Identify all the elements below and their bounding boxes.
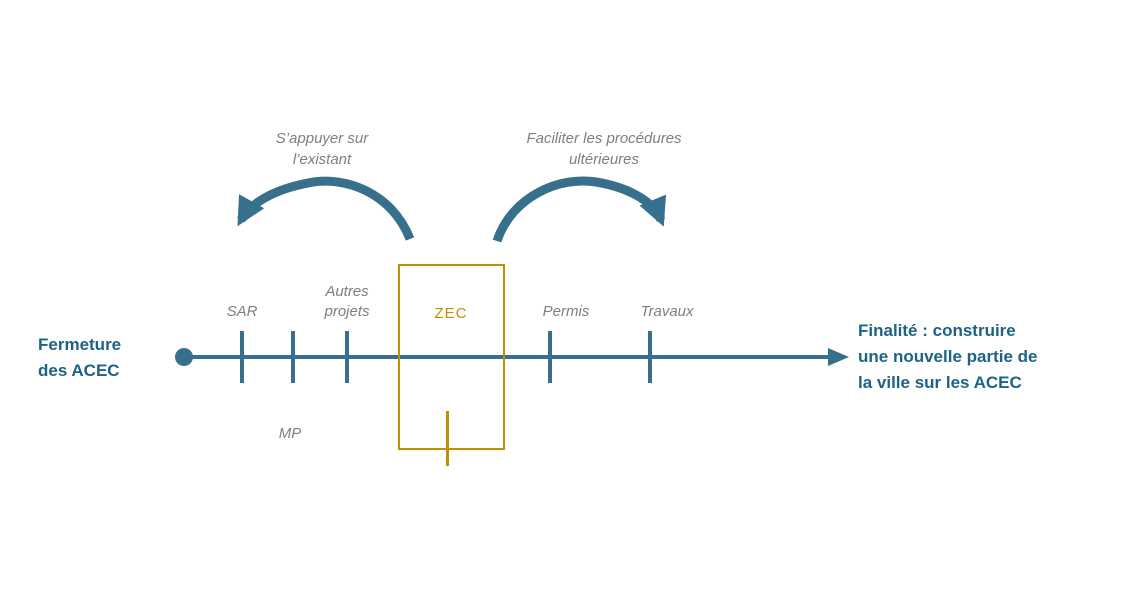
end-label: Finalité : construire une nouvelle parti… <box>858 318 1088 396</box>
curved-arrow-right <box>492 176 667 243</box>
milestone-label-travaux: Travaux <box>640 303 694 320</box>
milestone-label-permis: Permis <box>542 303 590 320</box>
start-label: Fermeture des ACEC <box>38 332 178 384</box>
milestone-label-sar: SAR <box>226 303 258 320</box>
milestone-label-autres-line1: Autres <box>325 283 369 300</box>
milestone-label-zec: ZEC <box>434 305 468 322</box>
end-label-line2: une nouvelle partie de <box>858 347 1038 366</box>
timeline-arrowhead-icon <box>828 348 849 366</box>
callout-right: Faciliter les procédures ultérieures <box>489 128 719 170</box>
callout-left-line1: S’appuyer sur <box>275 130 369 147</box>
callout-left-line2: l’existant <box>292 151 352 168</box>
callout-right-line2: ultérieures <box>568 151 640 168</box>
zec-box <box>398 264 505 450</box>
start-label-line1: Fermeture <box>38 335 122 354</box>
callout-left: S’appuyer sur l’existant <box>222 128 422 170</box>
milestone-label-autres-projets: Autres projets <box>287 282 407 322</box>
timeline-start-dot <box>175 348 193 366</box>
end-label-line1: Finalité : construire <box>858 321 1016 340</box>
callout-right-line1: Faciliter les procédures <box>526 130 682 147</box>
end-label-line3: la ville sur les ACEC <box>858 373 1022 392</box>
milestone-label-autres-line2: projets <box>324 303 370 320</box>
zec-tick <box>446 411 449 466</box>
start-label-line2: des ACEC <box>38 361 120 380</box>
milestone-label-mp: MP <box>278 425 302 442</box>
curved-arrow-left <box>237 176 415 241</box>
